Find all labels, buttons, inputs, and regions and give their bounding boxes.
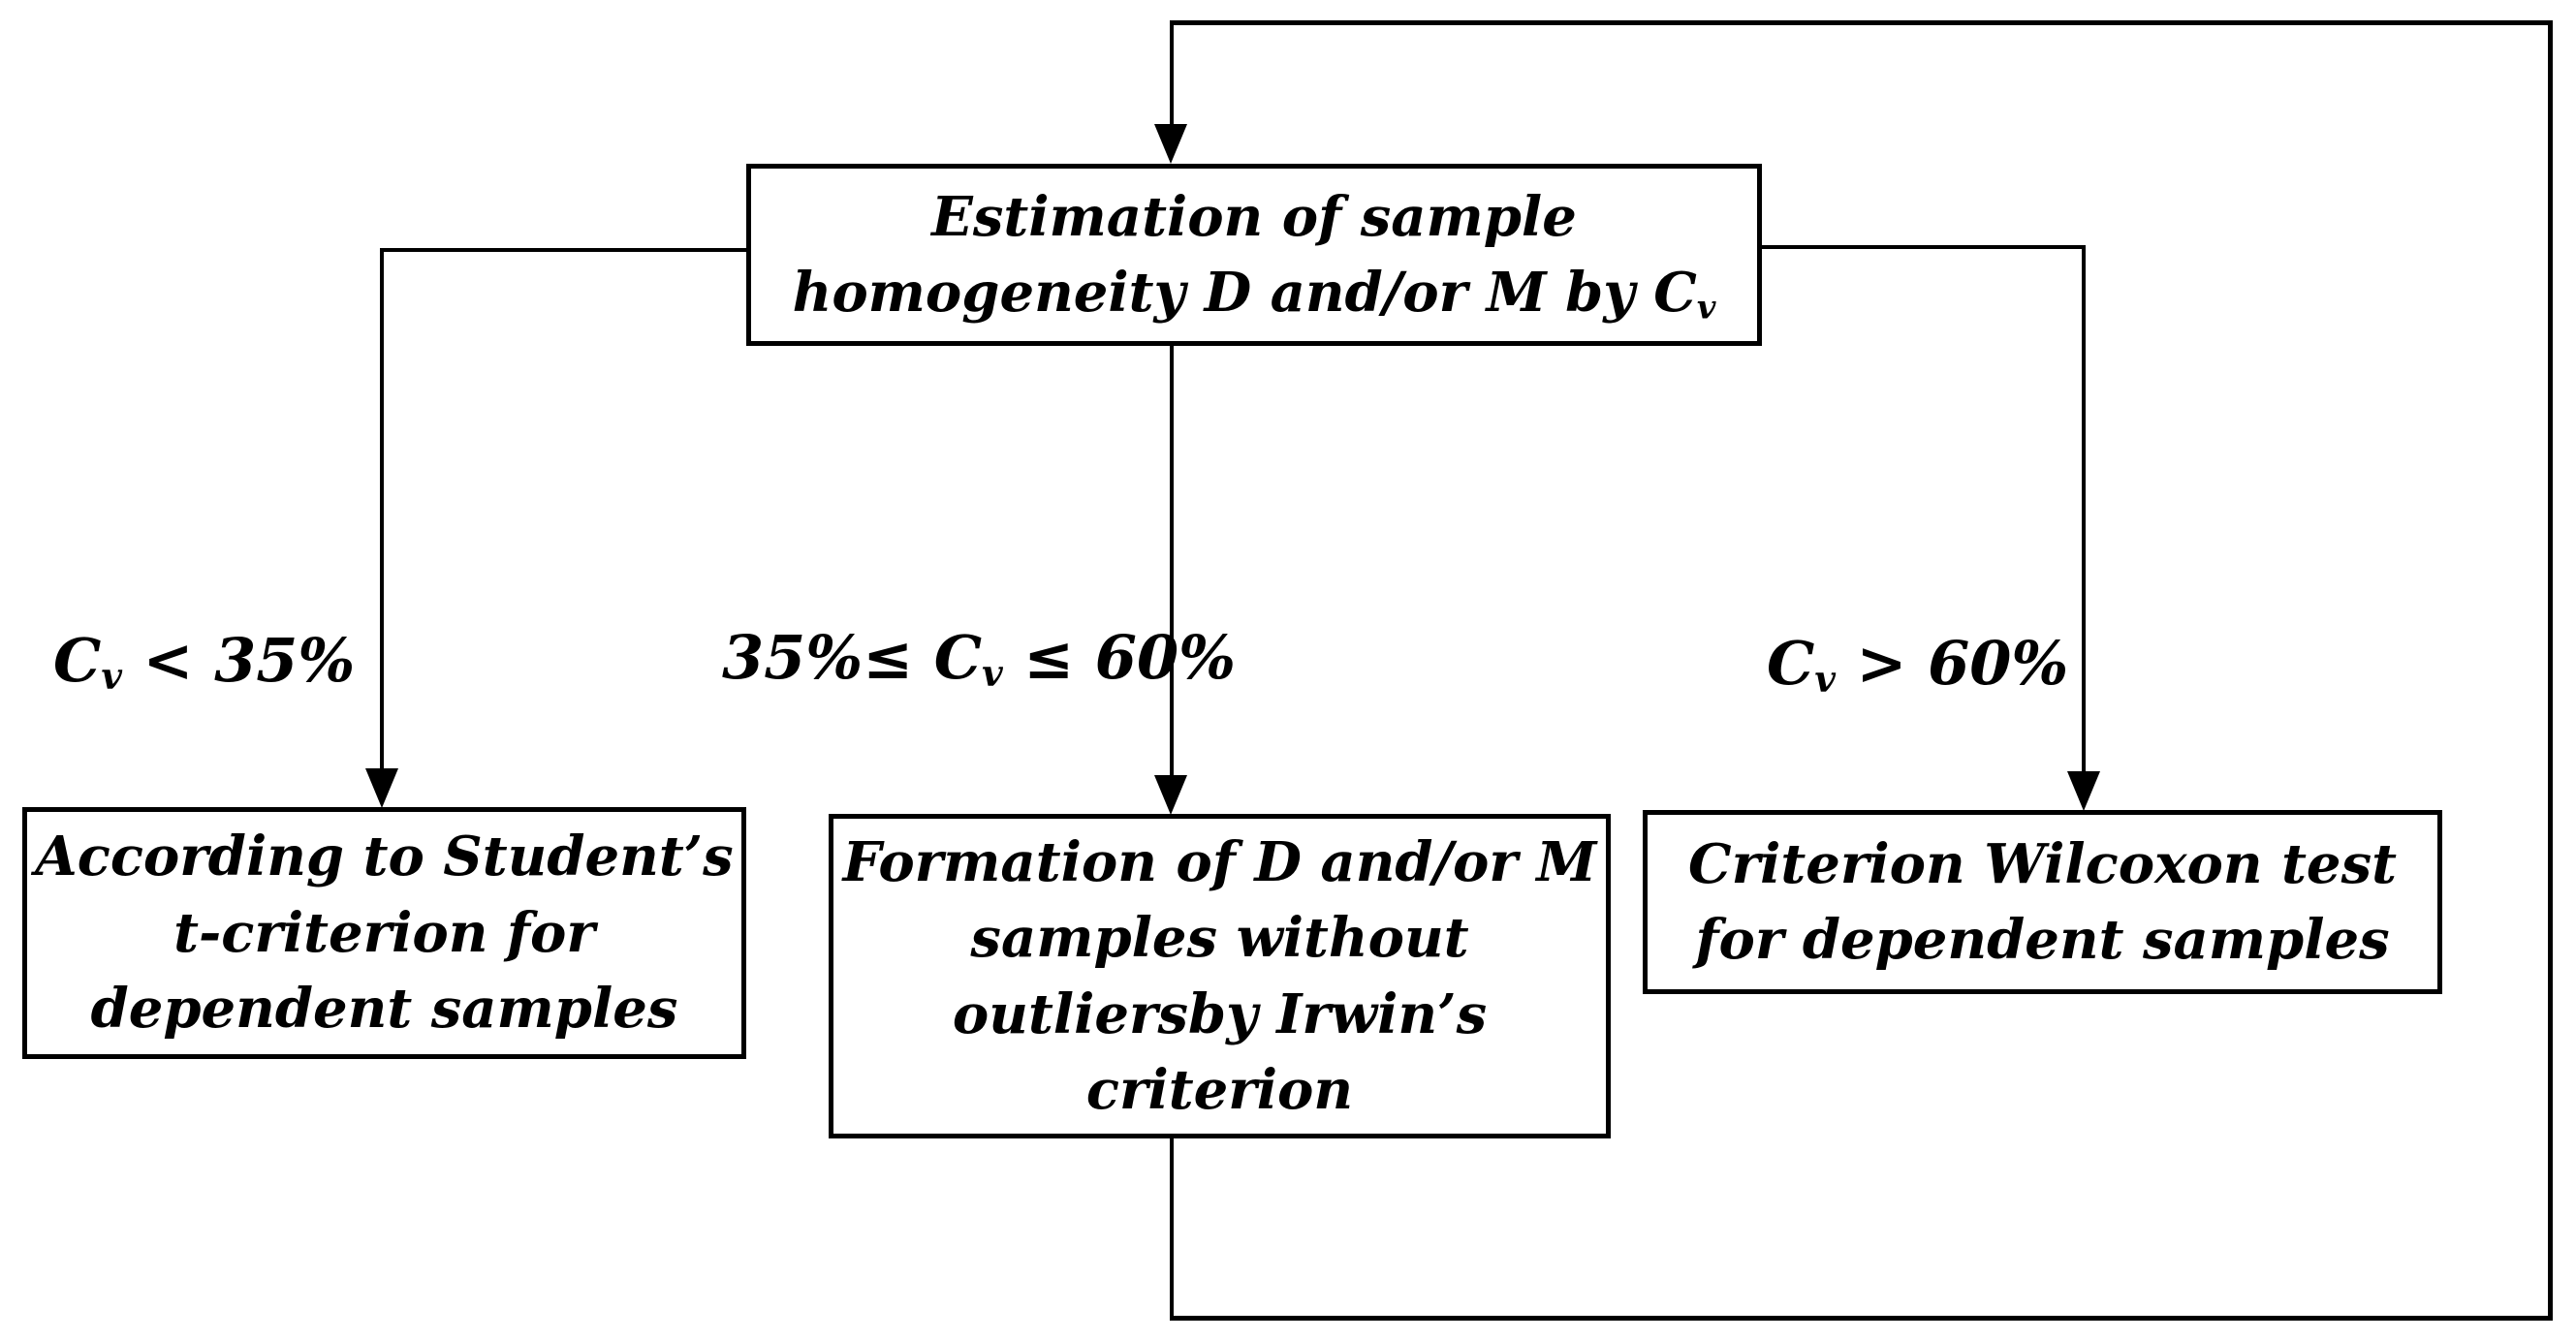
connector-left-branch-vertical (380, 248, 384, 769)
edge-label-cv-35-60-pre: 35%≤ C (722, 622, 983, 693)
node-irwin-line2: samples without (970, 906, 1469, 971)
edge-label-cv-35-60-subscript: v (982, 652, 1003, 696)
connector-left-branch-horizontal (382, 248, 746, 252)
node-irwin-line1: Formation of D and/or M (842, 829, 1597, 894)
connector-middle-branch-vertical (1170, 344, 1174, 776)
node-wilcoxon-line1: Criterion Wilcoxon test (1688, 831, 2397, 896)
arrowhead-into-student (365, 768, 398, 808)
connector-irwin-output (1170, 1137, 1174, 1316)
node-student-line3: dependent samples (90, 977, 678, 1042)
connector-feedback-top (1170, 20, 2553, 25)
node-estimation-line2: homogeneity D and/or M by Cv (793, 255, 1716, 330)
connector-feedback-bottom (1170, 1316, 2553, 1321)
edge-label-cv-lt-35-subscript: v (101, 655, 122, 699)
arrowhead-into-wilcoxon (2067, 771, 2100, 811)
edge-label-cv-35-60: 35%≤ Cv ≤ 60% (722, 622, 1236, 696)
edge-label-cv-lt-35-pre: C (53, 625, 102, 696)
node-irwin-line3: outliersby Irwin’s (952, 982, 1488, 1046)
node-irwin-line4: criterion (1085, 1057, 1354, 1122)
node-irwin: Formation of D and/or M samples without … (829, 814, 1611, 1138)
node-estimation-line1: Estimation of sample (931, 184, 1577, 249)
edge-label-cv-lt-35-post: < 35% (121, 625, 356, 696)
edge-label-cv-gt-60-post: > 60% (1835, 628, 2069, 699)
edge-label-cv-gt-60-pre: C (1767, 628, 1815, 699)
node-estimation: Estimation of sample homogeneity D and/o… (746, 164, 1762, 346)
node-student-line1: According to Student’s (35, 825, 734, 889)
edge-label-cv-gt-60-subscript: v (1814, 658, 1836, 701)
connector-right-branch-vertical (2082, 245, 2086, 772)
edge-label-cv-gt-60: Cv > 60% (1767, 628, 2068, 701)
connector-feedback-right (2548, 20, 2553, 1321)
node-student-line2: t-criterion for (173, 900, 595, 965)
node-estimation-line2-text: homogeneity D and/or M by C (792, 261, 1697, 325)
connector-right-branch-horizontal (1760, 245, 2084, 249)
node-wilcoxon-line2: for dependent samples (1695, 908, 2390, 972)
node-estimation-line2-subscript: v (1696, 287, 1716, 327)
edge-label-cv-lt-35: Cv < 35% (53, 625, 355, 699)
node-wilcoxon: Criterion Wilcoxon test for dependent sa… (1643, 810, 2442, 994)
edge-label-cv-35-60-post: ≤ 60% (1002, 622, 1236, 693)
connector-into-estimation (1170, 20, 1174, 125)
arrowhead-into-irwin (1154, 775, 1187, 815)
arrowhead-into-estimation (1154, 124, 1187, 164)
node-student: According to Student’s t-criterion for d… (22, 807, 746, 1059)
